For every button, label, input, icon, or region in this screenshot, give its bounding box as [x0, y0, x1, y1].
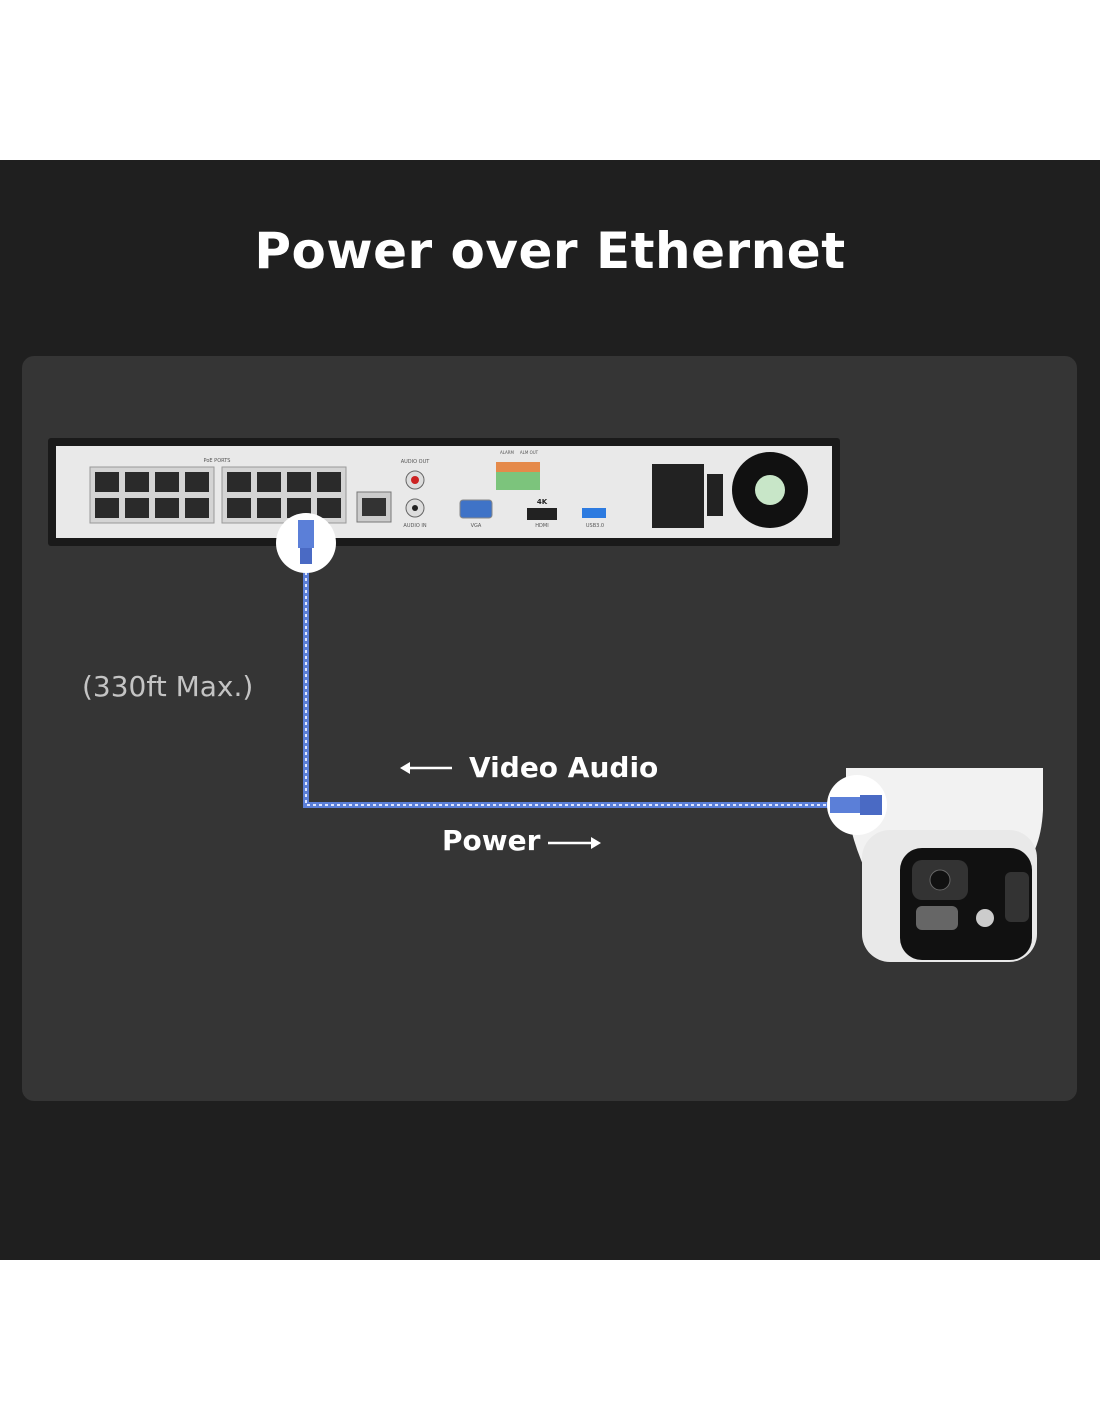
video-audio-label: Video Audio	[469, 751, 659, 784]
power-socket	[652, 464, 704, 528]
arrow-right-icon	[548, 837, 601, 849]
poe-ports	[89, 466, 347, 524]
poe-port	[95, 498, 119, 518]
poe-port	[317, 498, 341, 518]
ethernet-cable	[303, 560, 835, 808]
arrow-left-icon	[400, 762, 452, 774]
page-title: Power over Ethernet	[254, 222, 846, 280]
poe-port	[287, 472, 311, 492]
audio-in-jack	[412, 505, 418, 511]
poe-port	[155, 472, 179, 492]
poe-port	[125, 472, 149, 492]
poe-port	[125, 498, 149, 518]
poe-port	[227, 472, 251, 492]
poe-port	[257, 472, 281, 492]
poe-port	[257, 498, 281, 518]
poe-port	[317, 472, 341, 492]
poe-port	[287, 498, 311, 518]
alarm-in-label: ALARM	[500, 450, 515, 455]
dome-camera	[846, 768, 1043, 962]
poe-ports-label: PoE PORTS	[204, 458, 231, 464]
power-switch[interactable]	[707, 474, 723, 516]
power-label: Power	[442, 824, 541, 857]
hdmi-port	[527, 508, 557, 520]
hdmi-4k-badge: 4K	[537, 498, 548, 506]
poe-port	[227, 498, 251, 518]
usb-port	[582, 508, 606, 518]
audio-in-label: AUDIO IN	[403, 523, 426, 529]
vga-port	[459, 499, 493, 519]
poe-port	[185, 472, 209, 492]
alarm-out-label: ALM OUT	[520, 450, 539, 455]
poe-port	[155, 498, 179, 518]
vga-label: VGA	[471, 523, 482, 529]
poe-port	[95, 472, 119, 492]
lan-port	[362, 498, 386, 516]
nvr-recorder: PoE PORTS AUDIO OUT AUDIO IN VGA 4K HDMI…	[48, 438, 840, 546]
cable-length-label: (330ft Max.)	[82, 670, 254, 703]
hdmi-label: HDMI	[535, 523, 548, 529]
audio-out-jack	[411, 476, 419, 484]
audio-out-label: AUDIO OUT	[401, 459, 431, 465]
poe-port	[185, 498, 209, 518]
usb-label: USB3.0	[586, 523, 604, 529]
